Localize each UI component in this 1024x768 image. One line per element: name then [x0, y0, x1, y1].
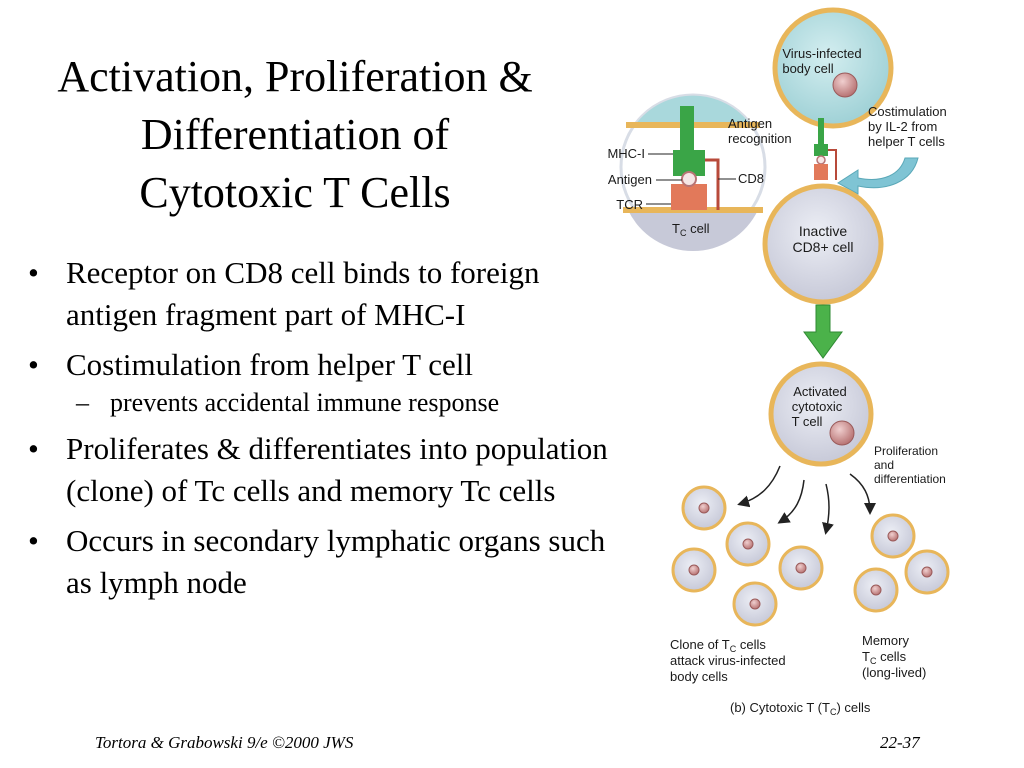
slide-title: Activation, Proliferation & Differentiat… [10, 48, 580, 222]
activated-label-1: Activated [793, 384, 846, 399]
bullet-proliferates: Proliferates & differentiates into popul… [28, 428, 638, 512]
title-line-1: Activation, Proliferation & [57, 52, 533, 101]
antigen-recognition-label-1: Antigen [728, 116, 772, 131]
activated-label-3: T cell [792, 414, 823, 429]
costimulation-label-1: Costimulation [868, 104, 947, 119]
memory-cells [853, 513, 950, 613]
tc-cell-label: TC cell [672, 221, 710, 238]
bullet-costimulation: Costimulation from helper T cell [28, 344, 638, 386]
title-line-2: Differentiation of [140, 110, 450, 159]
clone-cell [732, 581, 778, 627]
memory-label-3: (long-lived) [862, 665, 926, 680]
activated-t-cell: Activated cytotoxic T cell [768, 361, 874, 467]
clone-label-1: Clone of TC cells [670, 637, 766, 654]
virus-infected-cell: Virus-infected body cell [772, 7, 894, 129]
memory-label-2: TC cells [862, 649, 907, 666]
virus-cell-label-1: Virus-infected [782, 46, 861, 61]
proliferation-arrows [737, 465, 876, 535]
antigen-recognition-label-2: recognition [728, 131, 792, 146]
sub-bullet-prevents: prevents accidental immune response [28, 386, 638, 420]
memory-cell [853, 567, 899, 613]
proliferation-label-3: differentiation [874, 472, 946, 486]
costimulation-arrow [837, 157, 919, 195]
activated-label-2: cytotoxic [792, 399, 843, 414]
tcr-label: TCR [616, 197, 643, 212]
clone-cell [681, 485, 727, 531]
antigen-label: Antigen [608, 172, 652, 187]
diagram-caption: (b) Cytotoxic T (TC) cells [730, 700, 871, 717]
clone-cell [778, 545, 824, 591]
clone-label-3: body cells [670, 669, 728, 684]
bullet-occurs: Occurs in secondary lymphatic organs suc… [28, 520, 638, 604]
title-line-3: Cytotoxic T Cells [139, 168, 451, 217]
footer-citation: Tortora & Grabowski 9/e ©2000 JWS [95, 733, 354, 752]
bullet-receptor: Receptor on CD8 cell binds to foreign an… [28, 252, 638, 336]
virus-cell-label-2: body cell [782, 61, 833, 76]
memory-cell [904, 549, 950, 595]
cd8-label: CD8 [738, 171, 764, 186]
footer-slide-number: 22-37 [880, 733, 920, 752]
mhc-label: MHC-I [607, 146, 645, 161]
magnified-synapse: MHC-I Antigen TCR CD8 TC cell [607, 93, 767, 252]
cytotoxic-t-cell-diagram: Virus-infected body cell MHC-I Antigen T… [607, 7, 950, 717]
inactive-label-2: CD8+ cell [792, 239, 853, 255]
clone-cell [671, 547, 717, 593]
clone-label-2: attack virus-infected [670, 653, 786, 668]
proliferation-label-2: and [874, 458, 894, 472]
clone-cell [725, 521, 771, 567]
costimulation-label-3: helper T cells [868, 134, 945, 149]
inactive-cd8-cell: Inactive CD8+ cell [762, 183, 884, 305]
synapse-detail [814, 118, 837, 180]
memory-label-1: Memory [862, 633, 909, 648]
proliferation-label-1: Proliferation [874, 444, 938, 458]
bullet-list: Receptor on CD8 cell binds to foreign an… [28, 252, 638, 612]
clone-cells [671, 485, 824, 627]
activation-arrow [803, 304, 843, 359]
costimulation-label-2: by IL-2 from [868, 119, 937, 134]
memory-cell [870, 513, 916, 559]
inactive-label-1: Inactive [799, 223, 847, 239]
